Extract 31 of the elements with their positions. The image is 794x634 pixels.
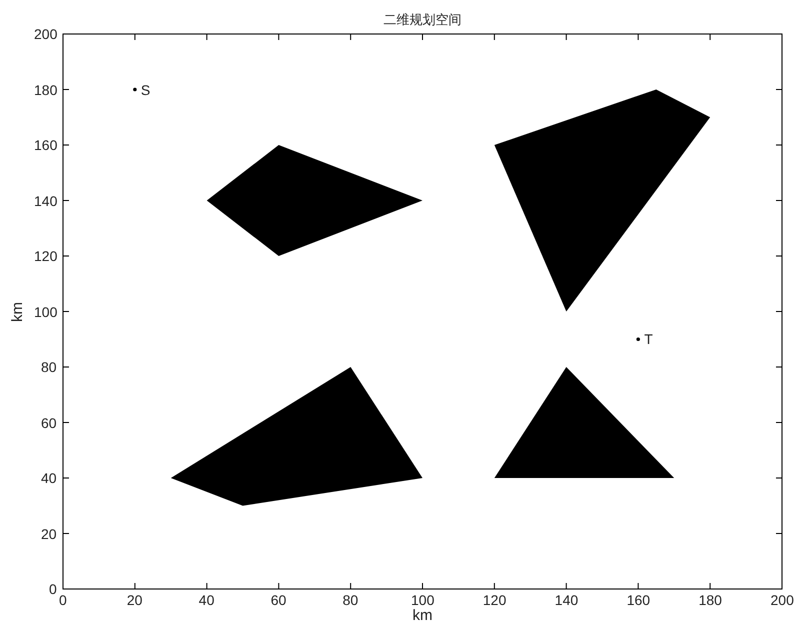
axis-title: km xyxy=(412,608,432,624)
obstacle-polygon xyxy=(494,90,710,312)
axis-tick-label: 180 xyxy=(698,592,722,608)
chart-title: 二维规划空间 xyxy=(384,13,462,29)
axis-tick-label: 20 xyxy=(126,592,142,608)
obstacle-polygon xyxy=(170,367,422,506)
axis-tick-label: 100 xyxy=(34,304,58,320)
axis-tick-label: 160 xyxy=(626,592,650,608)
axis-tick-label: 40 xyxy=(41,470,57,486)
axis-tick-label: 180 xyxy=(34,82,58,98)
axis-tick-label: 60 xyxy=(41,414,57,430)
obstacle-polygon xyxy=(206,145,422,256)
axis-tick-label: 0 xyxy=(49,581,57,597)
point-label: S xyxy=(140,82,150,98)
axis-tick-label: 0 xyxy=(59,592,67,608)
axis-tick-label: 40 xyxy=(198,592,214,608)
axis-tick-label: 20 xyxy=(41,526,57,542)
axis-tick-label: 200 xyxy=(34,26,58,42)
axis-tick-label: 160 xyxy=(34,137,58,153)
axis-tick-label: 80 xyxy=(342,592,358,608)
obstacle-polygon xyxy=(494,367,674,478)
axis-tick-label: 140 xyxy=(554,592,578,608)
axis-tick-label: 120 xyxy=(34,248,58,264)
point-label: T xyxy=(644,331,653,348)
axis-tick-label: 100 xyxy=(411,592,434,608)
axis-tick-label: 140 xyxy=(34,192,58,208)
axis-tick-label: 80 xyxy=(41,359,57,375)
axis-tick-label: 200 xyxy=(770,592,794,608)
axis-tick-label: 60 xyxy=(270,592,286,608)
axis-tick-label: 120 xyxy=(482,592,506,608)
axis-title: km xyxy=(10,302,26,322)
